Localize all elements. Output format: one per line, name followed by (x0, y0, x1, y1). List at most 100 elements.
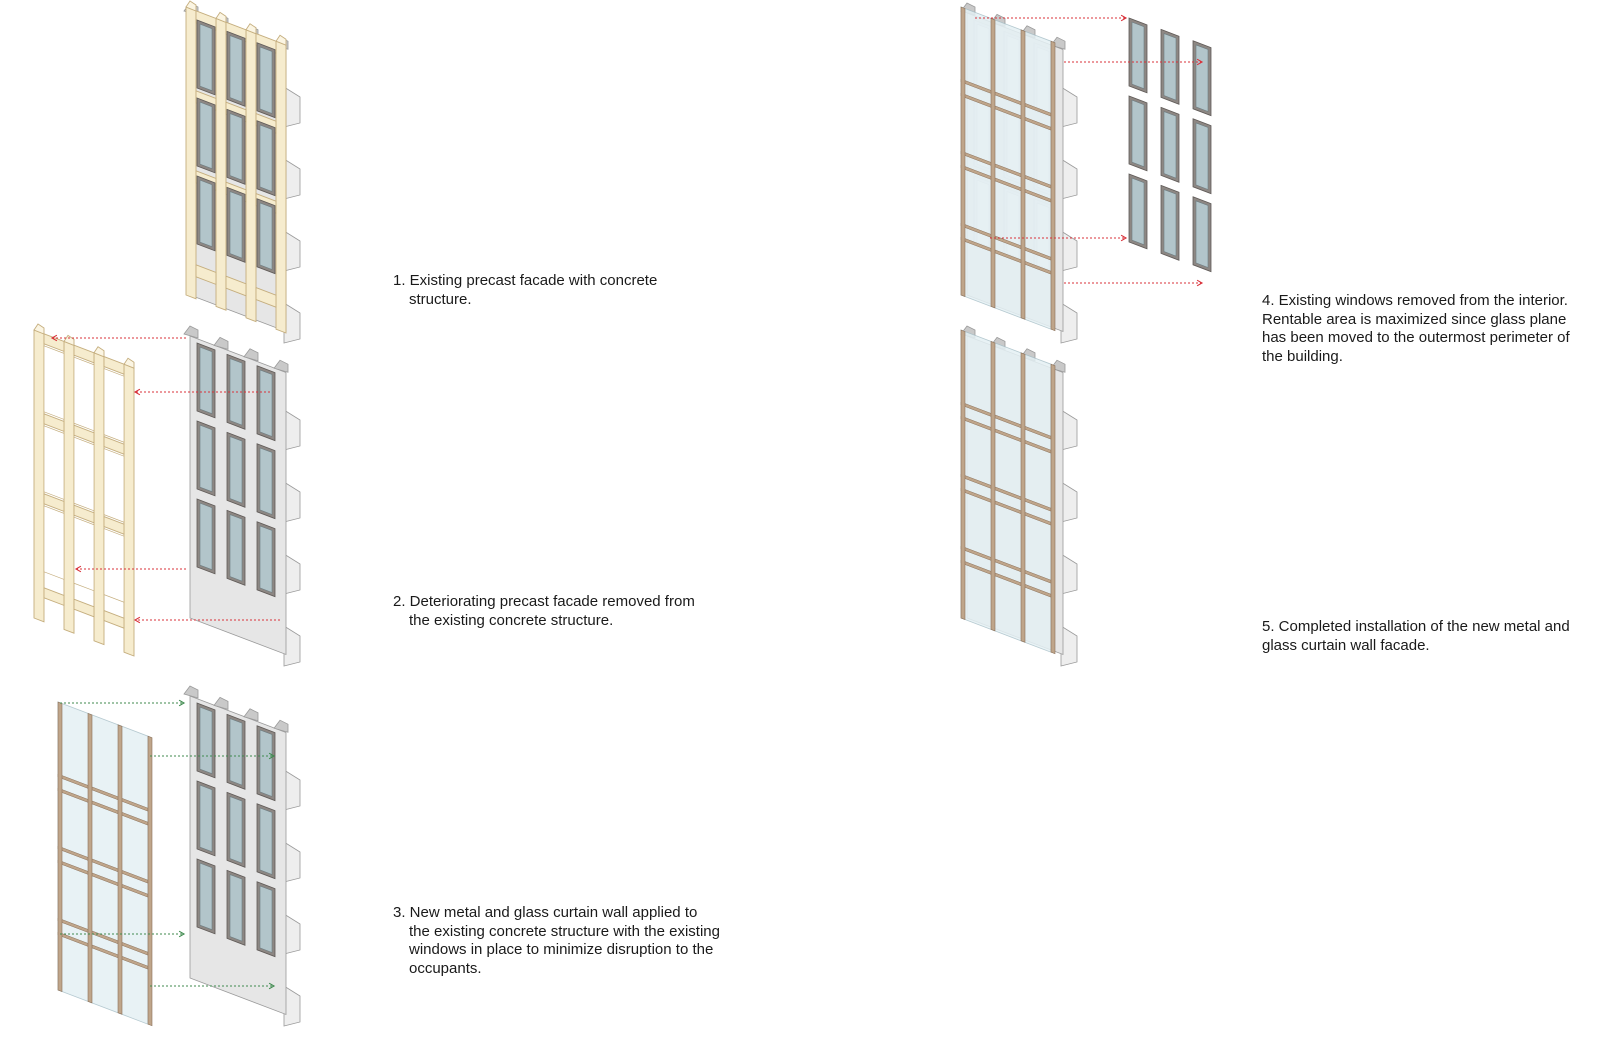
window-glass (200, 180, 212, 247)
precast-pier (94, 353, 104, 645)
window-glass (260, 730, 272, 797)
window-glass (1132, 178, 1144, 245)
caption-line: the existing concrete structure with the… (393, 923, 720, 942)
curtain-wall-application (58, 686, 300, 1026)
detached-precast-panel (34, 324, 134, 656)
mullion (961, 7, 965, 297)
caption-line: Rentable area is maximized since glass p… (1262, 311, 1570, 330)
mullion (1051, 41, 1055, 331)
caption-line: structure. (393, 291, 657, 310)
precast-pier (276, 41, 286, 333)
window-glass (260, 47, 272, 114)
window-glass (260, 808, 272, 875)
removed-windows (1129, 18, 1211, 272)
caption-line: 4. Existing windows removed from the int… (1262, 292, 1570, 311)
window-glass (1196, 201, 1208, 268)
window-glass (230, 515, 242, 582)
window-glass (260, 203, 272, 270)
column-cap (184, 686, 198, 698)
window-glass (230, 437, 242, 504)
completed-curtain-wall (961, 326, 1077, 666)
precast-pier (34, 330, 44, 622)
empty-bay (104, 369, 124, 443)
mullion (991, 18, 995, 308)
step-3-caption: 3. New metal and glass curtain wall appl… (393, 904, 720, 978)
window-glass (200, 503, 212, 570)
empty-bay (74, 357, 94, 431)
window-glass (260, 370, 272, 437)
existing-windows (197, 343, 275, 597)
empty-bay (44, 346, 64, 420)
window-glass (1164, 112, 1176, 179)
window-glass (1196, 45, 1208, 112)
new-curtain-wall (58, 702, 152, 1026)
window-glass (200, 863, 212, 930)
window-glass (1132, 22, 1144, 89)
mullion (58, 702, 62, 992)
caption-line: windows in place to minimize disruption … (393, 941, 720, 960)
window-glass (230, 192, 242, 259)
caption-line: 1. Existing precast facade with concrete (393, 272, 657, 291)
precast-pier (216, 18, 226, 310)
step-1-caption: 1. Existing precast facade with concrete… (393, 272, 657, 309)
caption-line: 5. Completed installation of the new met… (1262, 618, 1570, 637)
mullion (88, 713, 92, 1003)
precast-pier (246, 30, 256, 322)
window-glass (1132, 100, 1144, 167)
window-glass (260, 448, 272, 515)
installed-curtain-wall (961, 7, 1055, 331)
window-glass (1164, 34, 1176, 101)
installed-curtain-wall (961, 330, 1055, 654)
caption-line: glass curtain wall facade. (1262, 637, 1570, 656)
window-glass (260, 886, 272, 953)
removed-precast-facade (34, 324, 300, 666)
step-5-caption: 5. Completed installation of the new met… (1262, 618, 1570, 655)
window-glass (260, 526, 272, 593)
mullion (1051, 364, 1055, 654)
precast-pier (186, 7, 196, 299)
window-glass (200, 347, 212, 414)
window-glass (200, 24, 212, 91)
caption-line: 3. New metal and glass curtain wall appl… (393, 904, 720, 923)
precast-spandrel (74, 599, 94, 617)
window-glass (200, 102, 212, 169)
mullion (148, 736, 152, 1026)
column-cap (184, 326, 198, 338)
mullion (1021, 353, 1025, 643)
empty-bay (44, 426, 64, 500)
window-glass (1196, 123, 1208, 190)
empty-bay (104, 449, 124, 523)
existing-windows (197, 703, 275, 957)
mullion (991, 341, 995, 631)
caption-line: occupants. (393, 960, 720, 979)
window-glass (200, 425, 212, 492)
mullion (1021, 30, 1025, 320)
window-removal (961, 3, 1211, 343)
existing-windows (197, 20, 275, 274)
window-glass (200, 785, 212, 852)
precast-pier (124, 364, 134, 656)
empty-bay (104, 529, 124, 603)
window-glass (230, 36, 242, 103)
caption-line: the building. (1262, 348, 1570, 367)
empty-bay (74, 517, 94, 591)
precast-spandrel (44, 588, 64, 606)
window-glass (230, 875, 242, 942)
empty-bay (44, 506, 64, 580)
existing-facade-with-structure (184, 1, 300, 343)
caption-line: has been moved to the outermost perimete… (1262, 329, 1570, 348)
precast-pier (64, 341, 74, 633)
mullion (118, 725, 122, 1015)
window-glass (260, 125, 272, 192)
caption-line: the existing concrete structure. (393, 612, 695, 631)
window-glass (230, 114, 242, 181)
empty-bay (74, 437, 94, 511)
mullion (961, 330, 965, 620)
window-glass (200, 707, 212, 774)
step-4-caption: 4. Existing windows removed from the int… (1262, 292, 1570, 366)
window-glass (230, 719, 242, 786)
caption-line: 2. Deteriorating precast facade removed … (393, 593, 695, 612)
step-2-caption: 2. Deteriorating precast facade removed … (393, 593, 695, 630)
window-glass (1164, 190, 1176, 257)
